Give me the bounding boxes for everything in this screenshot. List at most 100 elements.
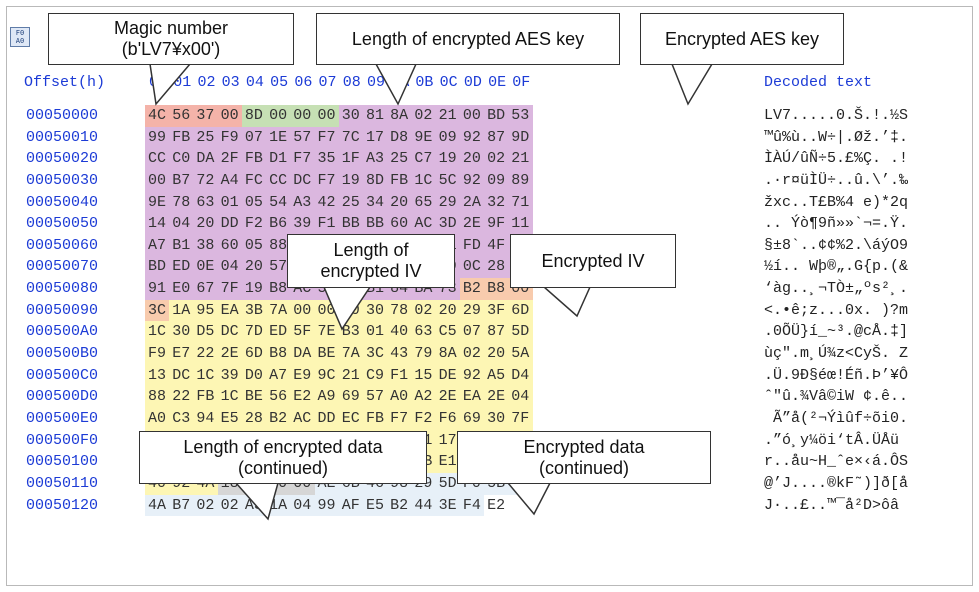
byte-cell[interactable]: 7F — [220, 280, 239, 298]
byte-cell[interactable]: 72 — [196, 171, 215, 189]
byte-cell[interactable]: B3 — [341, 323, 360, 341]
byte-cell[interactable]: C0 — [172, 150, 191, 168]
byte-cell[interactable]: 30 — [365, 301, 384, 319]
byte-cell[interactable]: 00 — [220, 107, 239, 124]
byte-cell[interactable]: EA — [462, 388, 481, 406]
byte-cell[interactable]: 8A — [438, 345, 457, 363]
byte-cell[interactable]: 1C — [147, 323, 166, 341]
byte-cell[interactable]: 40 — [390, 323, 409, 341]
byte-cell[interactable]: 89 — [511, 171, 530, 189]
byte-cell[interactable]: F7 — [390, 409, 409, 427]
byte-cell[interactable]: E2 — [293, 388, 312, 406]
byte-cell[interactable]: 56 — [172, 107, 191, 124]
byte-cell[interactable]: B1 — [172, 236, 191, 254]
byte-cell[interactable]: 67 — [196, 280, 215, 298]
byte-cell[interactable]: 99 — [317, 496, 336, 514]
byte-cell[interactable]: ED — [172, 258, 191, 276]
byte-cell[interactable]: 29 — [462, 301, 481, 319]
byte-cell[interactable]: DD — [317, 409, 336, 427]
byte-cell[interactable]: 4F — [487, 236, 506, 254]
byte-cell[interactable]: 02 — [462, 345, 481, 363]
byte-cell[interactable]: 07 — [244, 128, 263, 146]
byte-cell[interactable]: FC — [244, 171, 263, 189]
byte-cell[interactable]: EC — [341, 409, 360, 427]
byte-cell[interactable]: DD — [220, 215, 239, 233]
byte-cell[interactable]: 8D — [365, 171, 384, 189]
byte-cell[interactable]: 35 — [317, 150, 336, 168]
byte-cell[interactable]: 05 — [244, 193, 263, 211]
byte-cell[interactable]: AC — [293, 409, 312, 427]
byte-cell[interactable]: B2 — [462, 280, 481, 298]
byte-cell[interactable]: FB — [365, 409, 384, 427]
byte-cell[interactable]: CC — [147, 150, 166, 168]
byte-cell[interactable]: 1C — [414, 171, 433, 189]
byte-cell[interactable]: 99 — [147, 128, 166, 146]
byte-cell[interactable]: E2 — [487, 496, 506, 514]
byte-cell[interactable]: 1C — [220, 388, 239, 406]
byte-cell[interactable]: 19 — [341, 171, 360, 189]
byte-cell[interactable]: 87 — [487, 128, 506, 146]
byte-cell[interactable]: 0C — [462, 258, 481, 276]
byte-cell[interactable]: 00 — [317, 107, 336, 124]
byte-cell[interactable]: 57 — [293, 128, 312, 146]
byte-cell[interactable]: 1F — [341, 150, 360, 168]
byte-cell[interactable]: 5C — [438, 171, 457, 189]
byte-cell[interactable]: A9 — [317, 388, 336, 406]
byte-cell[interactable]: 7C — [341, 128, 360, 146]
byte-cell[interactable]: 17 — [365, 128, 384, 146]
byte-cell[interactable]: EA — [220, 301, 239, 319]
byte-cell[interactable]: FB — [244, 150, 263, 168]
byte-cell[interactable]: 02 — [220, 496, 239, 514]
byte-cell[interactable]: 57 — [269, 258, 288, 276]
byte-cell[interactable]: 8D — [244, 107, 263, 124]
byte-cell[interactable]: 1E — [269, 128, 288, 146]
byte-cell[interactable]: A7 — [147, 236, 166, 254]
byte-cell[interactable]: 04 — [511, 388, 530, 406]
byte-cell[interactable]: 9E — [414, 128, 433, 146]
byte-cell[interactable]: 00 — [147, 171, 166, 189]
byte-cell[interactable]: 78 — [390, 301, 409, 319]
byte-cell[interactable]: 00 — [293, 301, 312, 319]
byte-cell[interactable]: 81 — [365, 107, 384, 124]
byte-cell[interactable]: 5F — [293, 323, 312, 341]
byte-cell[interactable]: 00 — [317, 301, 336, 319]
byte-cell[interactable]: BE — [244, 388, 263, 406]
byte-cell[interactable]: B7 — [172, 171, 191, 189]
byte-cell[interactable]: 8A — [390, 107, 409, 124]
byte-cell[interactable]: F7 — [317, 128, 336, 146]
byte-cell[interactable]: B8 — [269, 280, 288, 298]
byte-cell[interactable]: 3B — [244, 301, 263, 319]
byte-cell[interactable]: 94 — [196, 409, 215, 427]
byte-cell[interactable]: DC — [172, 366, 191, 384]
byte-cell[interactable]: 38 — [196, 236, 215, 254]
byte-cell[interactable]: BE — [317, 345, 336, 363]
byte-cell[interactable]: A4 — [220, 171, 239, 189]
byte-cell[interactable]: 30 — [172, 323, 191, 341]
byte-cell[interactable]: DC — [220, 323, 239, 341]
byte-cell[interactable]: 30 — [341, 107, 360, 124]
byte-cell[interactable]: 15 — [414, 366, 433, 384]
byte-cell[interactable]: 20 — [196, 215, 215, 233]
byte-cell[interactable]: 20 — [462, 150, 481, 168]
byte-cell[interactable]: AF — [341, 496, 360, 514]
byte-cell[interactable]: 4C — [147, 107, 166, 124]
byte-cell[interactable]: DA — [293, 345, 312, 363]
byte-cell[interactable]: E1 — [438, 453, 457, 471]
byte-cell[interactable]: 60 — [220, 236, 239, 254]
byte-cell[interactable]: 00 — [462, 107, 481, 124]
byte-cell[interactable]: 2E — [438, 388, 457, 406]
byte-cell[interactable]: 92 — [462, 366, 481, 384]
byte-cell[interactable]: 7D — [244, 323, 263, 341]
byte-cell[interactable]: 9D — [511, 128, 530, 146]
byte-cell[interactable]: 60 — [390, 215, 409, 233]
byte-cell[interactable]: 3D — [438, 215, 457, 233]
byte-cell[interactable]: 39 — [220, 366, 239, 384]
byte-cell[interactable]: FB — [172, 128, 191, 146]
byte-cell[interactable]: 92 — [462, 171, 481, 189]
byte-cell[interactable]: 25 — [341, 193, 360, 211]
byte-cell[interactable]: 05 — [244, 236, 263, 254]
byte-cell[interactable]: 9F — [487, 215, 506, 233]
byte-cell[interactable]: 7A — [269, 301, 288, 319]
byte-cell[interactable]: 11 — [511, 215, 530, 233]
byte-cell[interactable]: D5 — [196, 323, 215, 341]
